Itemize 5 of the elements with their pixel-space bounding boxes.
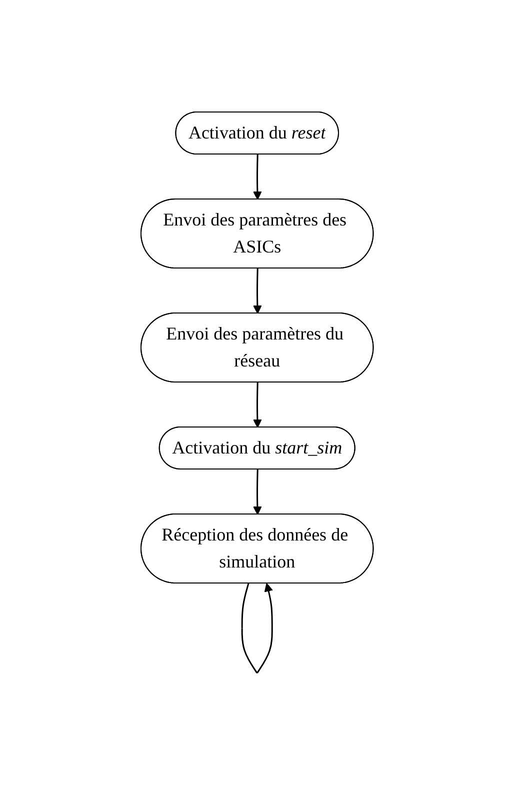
arrow — [253, 470, 262, 516]
arrow — [253, 154, 262, 200]
arrow — [253, 268, 262, 314]
arrow — [253, 382, 262, 428]
arrow — [242, 583, 274, 674]
